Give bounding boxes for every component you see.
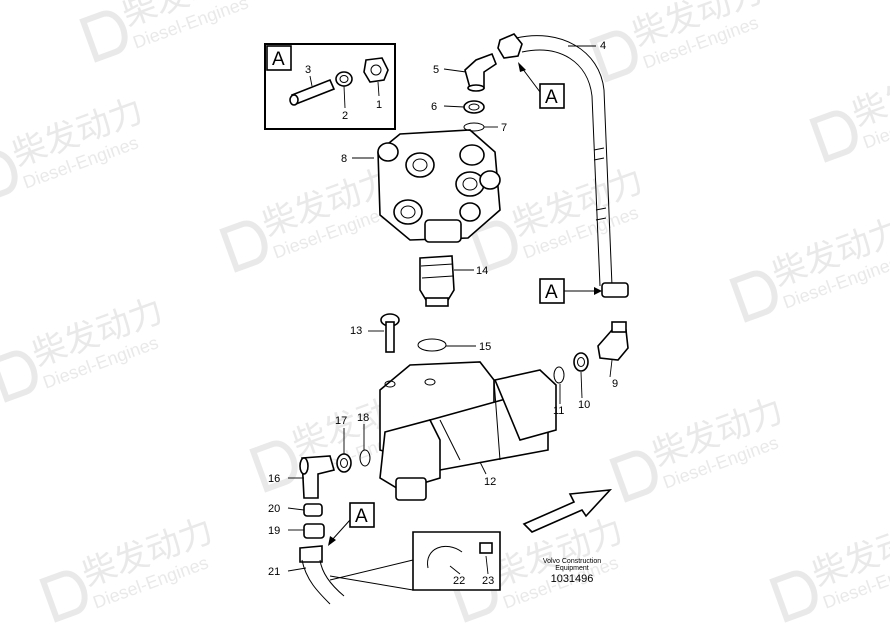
lower-hose [299, 545, 345, 605]
right-elbow-fitting [597, 321, 629, 361]
nut-part [363, 57, 389, 83]
part-label: 14 [476, 265, 488, 277]
watermark-logo-icon [469, 220, 518, 273]
bolt-part [380, 313, 400, 353]
part-label: 7 [501, 122, 507, 134]
part-label: 10 [578, 399, 590, 411]
left-o-ring [359, 449, 371, 467]
part-label: 17 [335, 415, 347, 427]
detail-marker-a-right: A [539, 278, 602, 304]
part-label: 13 [350, 325, 362, 337]
left-washer [336, 453, 352, 473]
part-label: 4 [600, 40, 606, 52]
watermark-logo-icon [769, 570, 818, 623]
part-number-labels: 1 2 3 4 5 6 7 8 9 10 11 12 13 14 15 16 1… [268, 40, 618, 587]
footer-credit: Volvo Construction Equipment 1031496 [543, 558, 601, 585]
washer-part [463, 100, 485, 114]
sleeve-part [335, 71, 353, 87]
clip-detail-callout [329, 531, 501, 591]
svg-text:A: A [545, 282, 558, 303]
part-label: 8 [341, 153, 347, 165]
svg-text:A: A [545, 87, 558, 108]
o-ring-part [463, 122, 485, 132]
watermark-logo-icon [809, 110, 858, 163]
watermark-logo-icon [0, 350, 38, 403]
part-label: 2 [342, 110, 348, 122]
company-name-line2: Equipment [555, 565, 589, 572]
part-label: 3 [305, 64, 311, 76]
part-label: 23 [482, 575, 494, 587]
detail-marker-label: A [272, 49, 285, 70]
watermark-logo-icon [249, 440, 298, 493]
part-label: 5 [433, 64, 439, 76]
part-label: 19 [268, 525, 280, 537]
part-label: 18 [357, 412, 369, 424]
connector-part [303, 523, 325, 539]
svg-text:A: A [355, 506, 368, 527]
direction-arrow [522, 488, 613, 533]
part-label: 21 [268, 566, 280, 578]
plug-part [419, 255, 455, 307]
watermark-logo-icon [0, 150, 18, 203]
left-tee-fitting [299, 455, 335, 499]
detail-marker-a-bottom: A [328, 502, 375, 546]
pin-part [289, 78, 336, 106]
watermark-logo-icon [609, 450, 658, 503]
watermark-logo-icon [729, 270, 778, 323]
part-label: 1 [376, 99, 382, 111]
hose-part [515, 35, 629, 298]
elbow-fitting [464, 52, 497, 92]
company-name-line1: Volvo Construction [543, 558, 601, 565]
part-label: 16 [268, 473, 280, 485]
watermark-logo-icon [219, 220, 268, 273]
part-label: 22 [453, 575, 465, 587]
part-label: 11 [553, 405, 564, 417]
watermark-logo-icon [39, 570, 88, 623]
plug-o-ring [417, 338, 447, 352]
part-label: 20 [268, 503, 280, 515]
hose-nut [497, 33, 523, 59]
right-washer [573, 352, 589, 372]
part-label: 6 [431, 101, 437, 113]
watermark-logo-icon [79, 10, 128, 63]
valve-block [377, 129, 501, 243]
watermark-logo-icon [589, 30, 638, 83]
detail-marker-a-top: A [518, 62, 565, 109]
part-label: 9 [612, 378, 618, 390]
adapter-part [303, 503, 323, 517]
leader-lines [287, 45, 613, 575]
reference-number: 1031496 [551, 573, 594, 585]
detail-a-inset: A [264, 43, 396, 130]
part-label: 12 [484, 476, 496, 488]
right-o-ring [553, 366, 565, 384]
solenoid-valve-body [379, 361, 557, 501]
part-label: 15 [479, 341, 491, 353]
